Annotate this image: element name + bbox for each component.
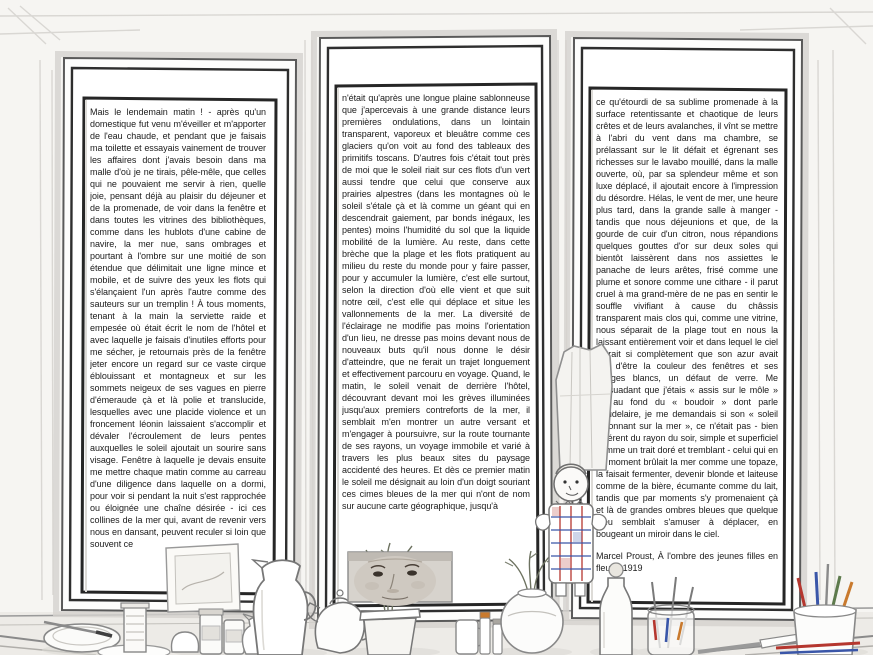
jars (198, 608, 245, 655)
eye-right (407, 570, 417, 576)
blue-pencil (814, 571, 820, 611)
column-middle-text: n'était qu'après une longue plaine sablo… (342, 93, 530, 511)
fishbowl (500, 550, 564, 654)
doll-eye-left (563, 480, 567, 484)
checkered-doll (534, 463, 608, 597)
eye-left (373, 571, 383, 577)
eyebrow-right (404, 564, 420, 568)
green-pencil (830, 575, 842, 611)
blue-pencil-lying (779, 648, 859, 655)
bowl-with-brush (43, 620, 121, 653)
eyebrow-left (370, 565, 386, 569)
teapot (306, 589, 373, 654)
pencil-cup (775, 563, 861, 655)
window-frame-left (52, 50, 304, 620)
brush-icon (43, 620, 105, 636)
pitcher (250, 559, 317, 655)
column-right-text: ce qu'étourdi de sa sublime promenade à … (596, 97, 778, 539)
picture-card (165, 543, 241, 613)
orange-brush-tip (676, 621, 684, 641)
red-pencil-lying (775, 641, 861, 650)
text-column-middle: n'était qu'après une longue plaine sablo… (342, 92, 530, 602)
red-brush-tip (652, 619, 658, 641)
column-left-text: Mais le lendemain matin ! - après qu'un … (90, 107, 266, 549)
text-column-right: ce qu'étourdi de sa sublime promenade à … (596, 96, 778, 604)
brush-jar (647, 576, 695, 655)
blue-brush-tip (664, 617, 670, 643)
doll-eye-right (575, 480, 579, 484)
paper-bag (555, 342, 613, 471)
window-frame-right (562, 30, 810, 628)
small-bottles (479, 611, 503, 655)
spool (120, 602, 150, 653)
bottle (599, 562, 633, 655)
portrait-photo (347, 551, 453, 606)
text-column-left: Mais le lendemain matin ! - après qu'un … (90, 106, 266, 592)
small-cup (170, 631, 200, 653)
